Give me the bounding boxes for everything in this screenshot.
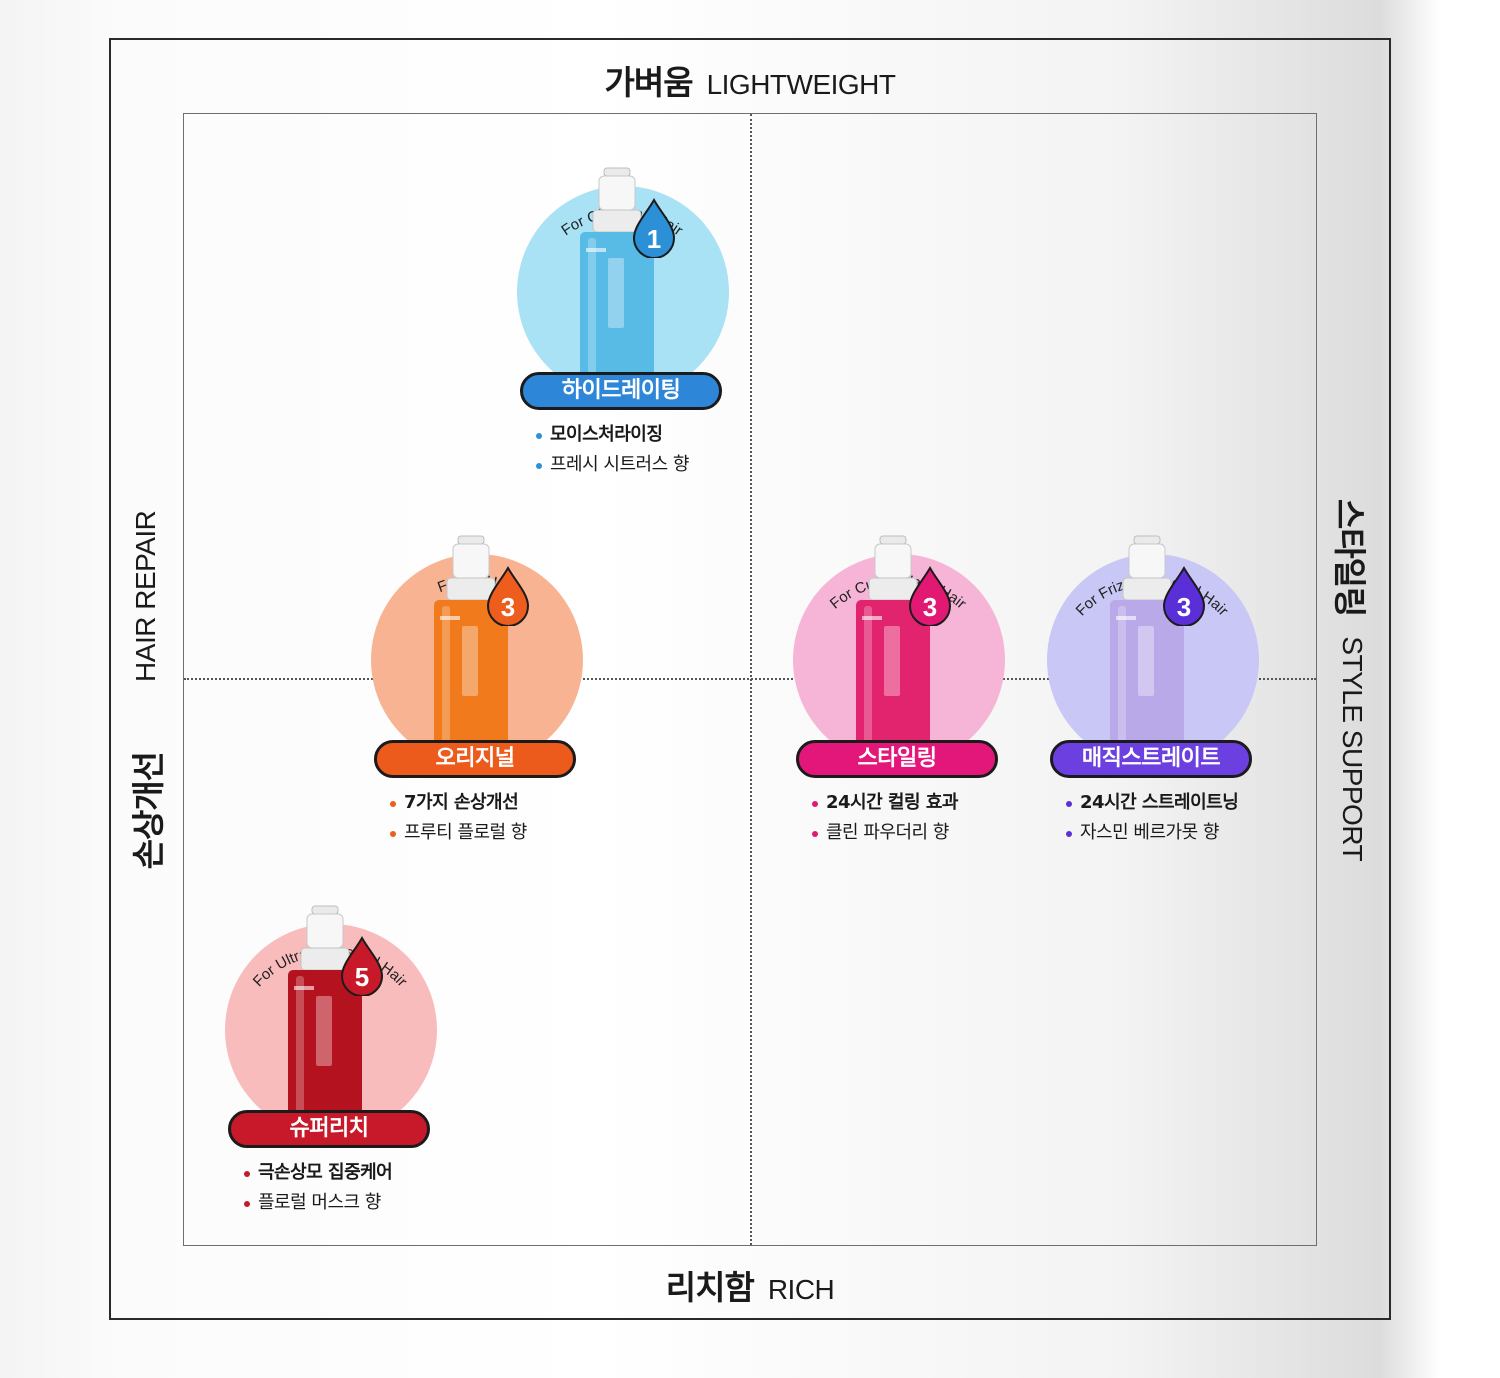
droplet-icon: 1 bbox=[632, 198, 676, 258]
bullet-icon bbox=[244, 1171, 250, 1177]
benefit-item: 24시간 스트레이트닝 bbox=[1066, 788, 1239, 818]
bullet-icon bbox=[536, 463, 542, 469]
benefit-item: 플로럴 머스크 향 bbox=[244, 1188, 392, 1218]
serum-bottle-icon bbox=[856, 535, 930, 760]
axis-label-left-en: HAIR REPAIR bbox=[130, 510, 161, 682]
bullet-icon bbox=[390, 831, 396, 837]
benefit-item: 모이스처라이징 bbox=[536, 420, 689, 450]
droplet-icon: 3 bbox=[908, 566, 952, 626]
axis-label-bottom: 리치함 RICH bbox=[0, 1261, 1500, 1309]
benefit-text: 극손상모 집중케어 bbox=[258, 1162, 393, 1183]
product-card-magic-straight: For Frizzy, Tangled Hair 3 매직스트레이트 24시간 … bbox=[1022, 520, 1282, 900]
benefit-item: 프루티 플로럴 향 bbox=[390, 818, 527, 848]
product-card-styling: For Curly, Wavy Hair 3 스타일링 24시간 컬링 효과클린… bbox=[768, 520, 1028, 900]
droplet-number: 3 bbox=[923, 592, 937, 622]
benefit-text: 모이스처라이징 bbox=[550, 424, 663, 445]
horizontal-axis-line bbox=[184, 678, 1316, 680]
product-card-hydrating: For Oily, Fine Hair 1 하이드레이팅 모이스처라이징프레시 … bbox=[492, 152, 752, 532]
bullet-icon bbox=[390, 801, 396, 807]
benefit-text: 클린 파우더리 향 bbox=[826, 822, 949, 843]
bullet-icon bbox=[536, 433, 542, 439]
product-name-badge: 매직스트레이트 bbox=[1050, 740, 1252, 778]
benefit-text: 24시간 스트레이트닝 bbox=[1080, 792, 1239, 813]
serum-bottle-icon bbox=[434, 535, 508, 760]
droplet-icon: 3 bbox=[1162, 566, 1206, 626]
axis-label-top-kr: 가벼움 bbox=[604, 63, 693, 102]
droplet-icon: 3 bbox=[486, 566, 530, 626]
axis-label-right-en: STYLE SUPPORT bbox=[1337, 636, 1368, 862]
inner-frame bbox=[183, 113, 1317, 1246]
axis-label-right: 스타일링 STYLE SUPPORT bbox=[1328, 499, 1376, 861]
droplet-number: 3 bbox=[501, 592, 515, 622]
benefit-item: 극손상모 집중케어 bbox=[244, 1158, 393, 1188]
outer-frame bbox=[109, 38, 1391, 1320]
serum-bottle-icon bbox=[1110, 535, 1184, 760]
benefit-text: 24시간 컬링 효과 bbox=[826, 792, 958, 813]
bullet-icon bbox=[1066, 801, 1072, 807]
product-name-badge: 슈퍼리치 bbox=[228, 1110, 430, 1148]
axis-label-top: 가벼움 LIGHTWEIGHT bbox=[0, 56, 1500, 104]
benefit-text: 자스민 베르가못 향 bbox=[1080, 822, 1219, 843]
droplet-number: 5 bbox=[355, 962, 369, 992]
benefit-text: 프레시 시트러스 향 bbox=[550, 454, 689, 475]
droplet-number: 1 bbox=[647, 224, 661, 254]
droplet-number: 3 bbox=[1177, 592, 1191, 622]
product-name-badge: 하이드레이팅 bbox=[520, 372, 722, 410]
axis-label-left-kr: 손상개선 bbox=[129, 751, 168, 870]
bullet-icon bbox=[812, 831, 818, 837]
product-name-badge: 오리지널 bbox=[374, 740, 576, 778]
benefit-text: 7가지 손상개선 bbox=[404, 792, 519, 813]
axis-label-left: 손상개선 HAIR REPAIR bbox=[122, 511, 170, 870]
droplet-icon: 5 bbox=[340, 936, 384, 996]
benefit-item: 프레시 시트러스 향 bbox=[536, 450, 689, 480]
benefit-text: 플로럴 머스크 향 bbox=[258, 1192, 381, 1213]
benefit-item: 24시간 컬링 효과 bbox=[812, 788, 958, 818]
axis-label-bottom-kr: 리치함 bbox=[665, 1268, 755, 1307]
serum-bottle-icon bbox=[288, 905, 362, 1130]
serum-bottle-icon bbox=[580, 167, 654, 392]
benefit-text: 프루티 플로럴 향 bbox=[404, 822, 527, 843]
bullet-icon bbox=[1066, 831, 1072, 837]
benefit-item: 자스민 베르가못 향 bbox=[1066, 818, 1238, 848]
product-name-badge: 스타일링 bbox=[796, 740, 998, 778]
benefit-item: 클린 파우더리 향 bbox=[812, 818, 958, 848]
axis-label-right-kr: 스타일링 bbox=[1330, 498, 1369, 617]
axis-label-top-en: LIGHTWEIGHT bbox=[706, 69, 896, 100]
bullet-icon bbox=[812, 801, 818, 807]
axis-label-bottom-en: RICH bbox=[767, 1274, 835, 1305]
bullet-icon bbox=[244, 1201, 250, 1207]
benefit-item: 7가지 손상개선 bbox=[390, 788, 527, 818]
